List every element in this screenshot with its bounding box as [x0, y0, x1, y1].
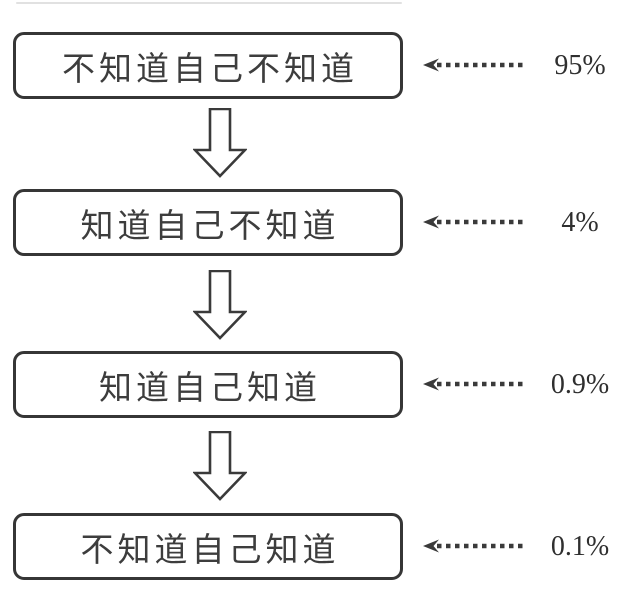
- flow-box-3-label: 知道自己知道: [99, 370, 321, 407]
- percent-label-1: 95%: [554, 49, 606, 81]
- percent-label-2: 4%: [561, 206, 599, 238]
- percent-label-4: 0.1%: [550, 530, 610, 562]
- percent-label-3: 0.9%: [550, 368, 610, 400]
- down-arrow-icon: [193, 431, 247, 501]
- dotted-left-arrow-icon: [423, 58, 526, 72]
- down-arrow-icon: [193, 108, 247, 178]
- flow-box-1-label: 不知道自己不知道: [62, 51, 358, 88]
- flow-box-4: 不知道自己知道: [13, 513, 403, 580]
- flow-box-4-label: 不知道自己知道: [80, 532, 340, 569]
- dotted-left-arrow-icon: [423, 539, 526, 553]
- down-arrow-icon: [193, 270, 247, 340]
- flow-box-3: 知道自己知道: [13, 351, 403, 418]
- flow-box-2: 知道自己不知道: [13, 189, 403, 256]
- dotted-left-arrow-icon: [423, 215, 526, 229]
- scan-artifact-line: [16, 2, 402, 4]
- dotted-left-arrow-icon: [423, 377, 526, 391]
- flow-box-2-label: 知道自己不知道: [80, 208, 340, 245]
- flow-box-1: 不知道自己不知道: [13, 32, 403, 99]
